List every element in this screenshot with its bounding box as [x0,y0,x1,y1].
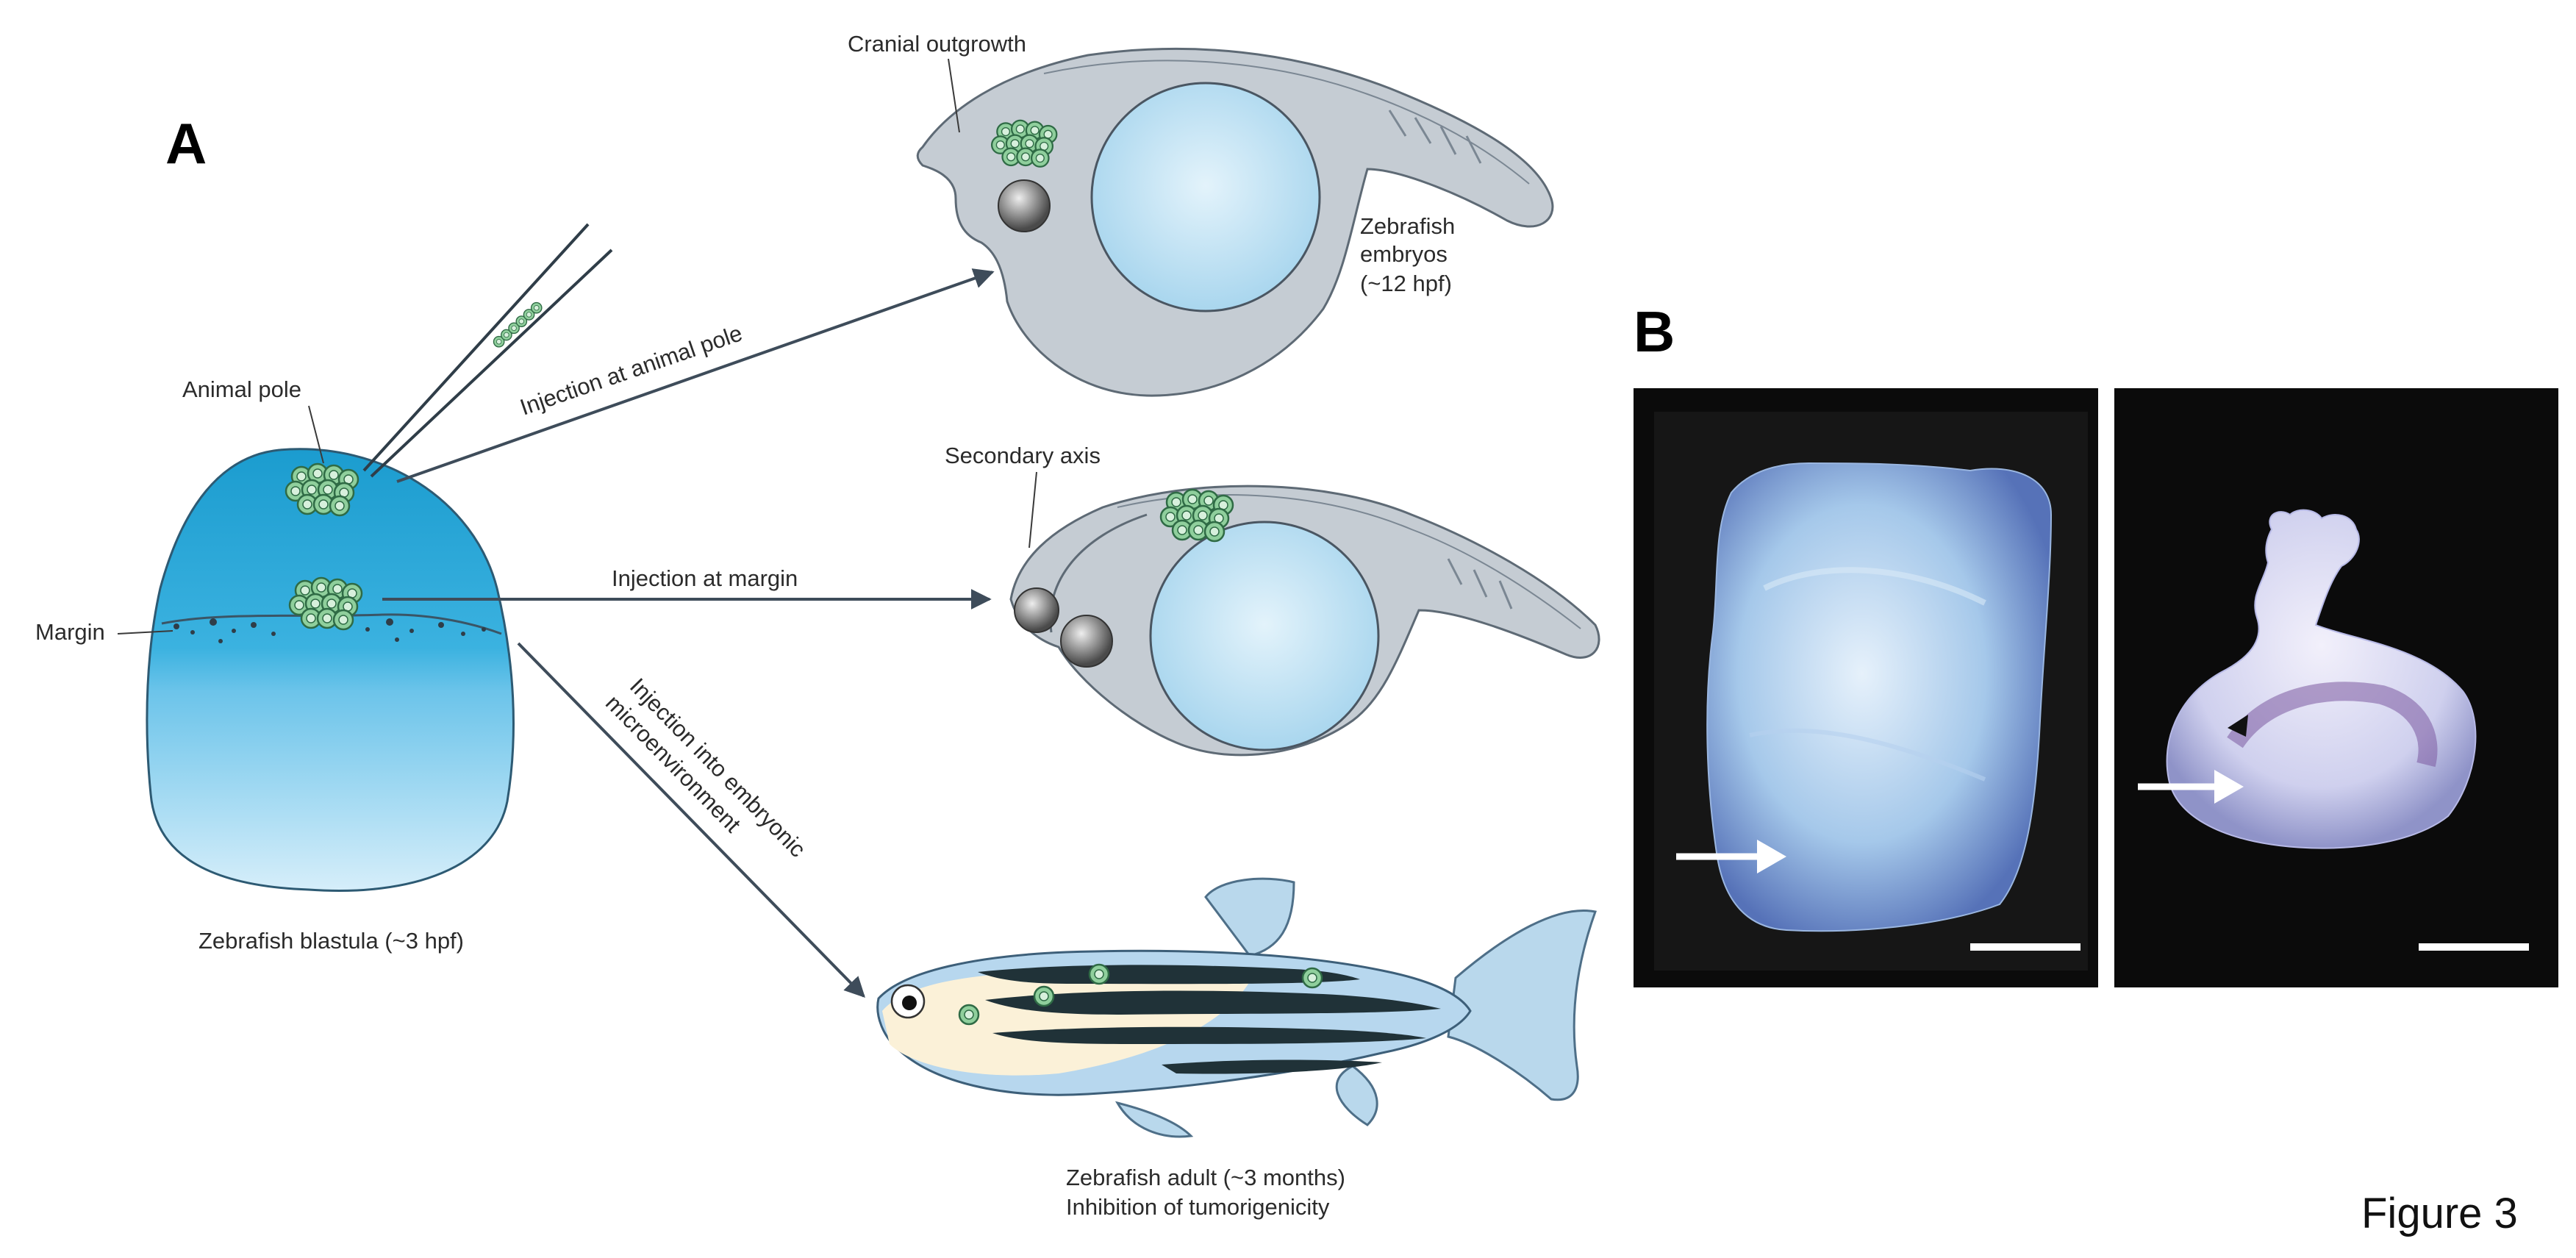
photo-panel-left [1634,388,2098,987]
photo-right-arrowhead-marker [2228,715,2248,737]
panel-a-label: A [165,111,207,176]
panel-b-label: B [1634,299,1675,364]
zebrafish-blastula [146,448,515,892]
photo-left-arrow [1676,840,1786,873]
animal-pole-leader [308,405,324,464]
photo-left-scale-bar [1970,943,2081,951]
embryo-2-yolk [1149,521,1380,751]
embryo-caption-line3: (~12 hpf) [1360,271,1452,296]
cranial-leader [948,58,960,133]
arrow-microenvironment [517,642,865,998]
embryo-cranial-outgrowth [916,47,1554,397]
margin-leader [117,630,173,635]
embryo-1-eye [998,179,1051,232]
injection-needle [362,223,613,478]
arrow-micro-label-line1: Injection into embryonic [625,673,811,862]
adult-caption-line1: Zebrafish adult (~3 months) [1066,1165,1345,1190]
embryo-caption-line2: embryos [1360,241,1448,267]
embryo-1-yolk [1090,82,1321,312]
photo-panel-right [2114,388,2558,987]
margin-label: Margin [35,619,105,645]
adult-zebrafish [876,877,1597,1138]
embryo-2-eye-a [1014,587,1059,633]
arrow-animal-pole [396,268,995,483]
adult-caption-line2: Inhibition of tumorigenicity [1066,1194,1330,1220]
secondary-axis-leader [1028,471,1037,548]
embryo-2-eye-b [1060,615,1113,668]
blastula-caption: Zebrafish blastula (~3 hpf) [198,928,464,954]
animal-pole-label: Animal pole [182,376,301,402]
secondary-axis-label: Secondary axis [945,443,1101,468]
figure-label: Figure 3 [2361,1190,2518,1237]
embryo-secondary-axis [1009,485,1600,757]
embryo-caption-line1: Zebrafish [1360,213,1455,239]
cranial-outgrowth-label: Cranial outgrowth [848,31,1026,57]
arrow-margin-label: Injection at margin [612,565,798,591]
photo-right-scale-bar [2419,943,2529,951]
photo-right-arrow [2138,770,2244,804]
